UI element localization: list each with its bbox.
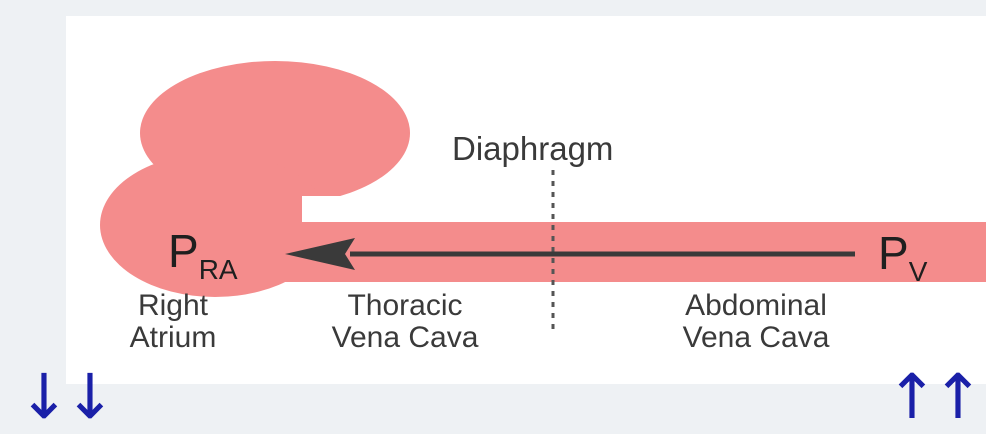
label-right-atrium-line2: Atrium — [108, 322, 238, 354]
down-arrows-indicator: ↓↓ — [18, 366, 110, 428]
pressure-ra-subscript: RA — [199, 254, 238, 285]
pressure-right-atrium: PRA — [168, 228, 238, 274]
pressure-ra-symbol: P — [168, 225, 199, 277]
pressure-v-subscript: V — [909, 256, 928, 287]
atrium-notch — [302, 196, 362, 222]
pressure-venous: PV — [878, 230, 927, 276]
label-abdominal-line2: Vena Cava — [646, 322, 866, 354]
up-arrows-indicator: ↑↑ — [886, 366, 978, 428]
pressure-v-symbol: P — [878, 227, 909, 279]
label-thoracic-line2: Vena Cava — [300, 322, 510, 354]
label-abdominal-line1: Abdominal — [646, 290, 866, 322]
diaphragm-label: Diaphragm — [452, 132, 613, 167]
label-thoracic-vena-cava: Thoracic Vena Cava — [300, 290, 510, 353]
label-right-atrium-line1: Right — [108, 290, 238, 322]
label-thoracic-line1: Thoracic — [300, 290, 510, 322]
label-abdominal-vena-cava: Abdominal Vena Cava — [646, 290, 866, 353]
label-right-atrium: Right Atrium — [108, 290, 238, 353]
